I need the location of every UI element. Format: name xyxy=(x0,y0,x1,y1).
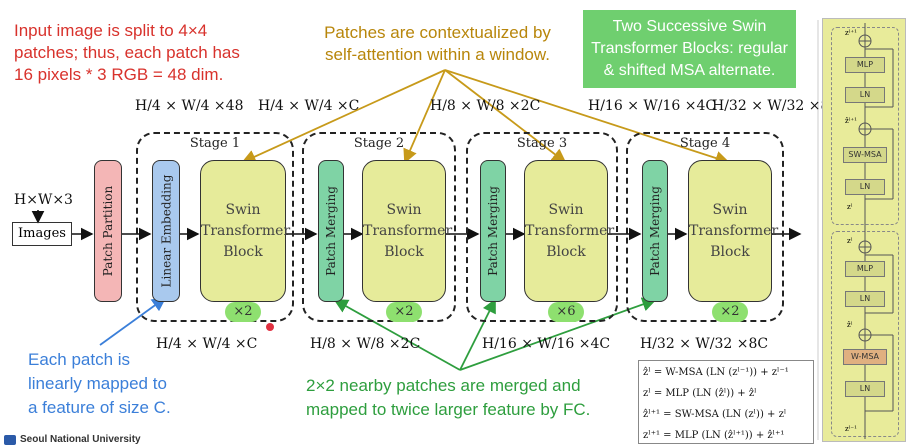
patch-merging-label: Patch Merging xyxy=(648,186,662,276)
stage-2-container xyxy=(302,132,456,322)
side-ln-top-1: LN xyxy=(845,87,885,103)
dim-bottom-4: H/32 × W/32 ×8C xyxy=(640,336,769,352)
dim-bottom-3: H/16 × W/16 ×4C xyxy=(482,336,611,352)
stage-4-label: Stage 4 xyxy=(679,136,731,151)
equation-2: zˡ = MLP (LN (ẑˡ)) + ẑˡ xyxy=(643,388,757,399)
dim-top-1: H/4 × W/4 ×48 xyxy=(135,98,244,114)
stage-3-label: Stage 3 xyxy=(516,136,568,151)
side-ln-top-2: LN xyxy=(845,179,885,195)
stage-1-container xyxy=(136,132,294,322)
input-dim: H×W×3 xyxy=(14,192,73,208)
dim-top-4: H/16 × W/16 ×4C xyxy=(588,98,717,114)
side-mlp-bottom: MLP xyxy=(845,261,885,277)
stage-3-repeat: ×6 xyxy=(548,302,584,322)
stage-2-label: Stage 2 xyxy=(353,136,405,151)
side-swmsa: SW-MSA xyxy=(843,147,887,163)
stage-1-repeat: ×2 xyxy=(225,302,261,322)
dim-top-2: H/4 × W/4 ×C xyxy=(258,98,360,114)
side-mlp-top: MLP xyxy=(845,57,885,73)
footer: Seoul National University xyxy=(4,434,141,445)
linear-embedding-block: Linear Embedding xyxy=(152,160,180,302)
stage-3-container xyxy=(466,132,618,322)
equation-4: zˡ⁺¹ = MLP (LN (ẑˡ⁺¹)) + ẑˡ⁺¹ xyxy=(643,430,785,441)
patch-merging-block-2: Patch Merging xyxy=(318,160,344,302)
patch-merging-block-4: Patch Merging xyxy=(642,160,668,302)
blue-arrow xyxy=(99,296,167,346)
side-label-3: zˡ xyxy=(847,203,853,211)
green-arrows xyxy=(333,297,657,371)
side-label-1: zˡ⁺¹ xyxy=(845,29,857,37)
images-box: Images xyxy=(12,222,72,246)
patch-partition-block: Patch Partition xyxy=(94,160,122,302)
equation-1: ẑˡ = W-MSA (LN (zˡ⁻¹)) + zˡ⁻¹ xyxy=(643,367,789,378)
patch-merging-label: Patch Merging xyxy=(486,186,500,276)
flow-arrows xyxy=(31,210,802,241)
note-linear-mapping: Each patch is linearly mapped to a featu… xyxy=(28,350,171,417)
side-ln-bottom-2: LN xyxy=(845,381,885,397)
stage-4-container xyxy=(626,132,784,322)
equation-3: ẑˡ⁺¹ = SW-MSA (LN (zˡ)) + zˡ xyxy=(643,409,787,420)
university-logo-icon xyxy=(4,434,16,445)
side-label-4: zˡ xyxy=(847,237,853,245)
side-wmsa: W-MSA xyxy=(843,349,887,365)
side-label-5: ẑˡ xyxy=(847,321,853,329)
stage-1-label: Stage 1 xyxy=(189,136,241,151)
side-ln-bottom-1: LN xyxy=(845,291,885,307)
dim-bottom-2: H/8 × W/8 ×2C xyxy=(310,336,421,352)
dim-bottom-1: H/4 × W/4 ×C xyxy=(156,336,258,352)
linear-embedding-label: Linear Embedding xyxy=(159,174,173,288)
dim-top-3: H/8 × W/8 ×2C xyxy=(430,98,541,114)
patch-merging-block-3: Patch Merging xyxy=(480,160,506,302)
note-successive-blocks: Two Successive Swin Transformer Blocks: … xyxy=(583,10,796,88)
note-patch-split: Input image is split to 4×4 patches; thu… xyxy=(14,21,240,84)
side-connectors xyxy=(858,23,894,439)
red-dot xyxy=(266,323,274,331)
side-label-2: ẑˡ⁺¹ xyxy=(845,117,857,125)
note-contextualized: Patches are contextualized by self-atten… xyxy=(324,23,551,64)
note-patch-merging: 2×2 nearby patches are merged and mapped… xyxy=(306,376,591,419)
patch-partition-label: Patch Partition xyxy=(101,185,116,277)
footer-text: Seoul National University xyxy=(20,434,141,445)
side-label-6: zˡ⁻¹ xyxy=(845,425,857,433)
patch-merging-label: Patch Merging xyxy=(324,186,338,276)
stage-2-repeat: ×2 xyxy=(386,302,422,322)
side-panel: MLP LN SW-MSA LN MLP LN W-MSA LN zˡ⁺¹ ẑˡ… xyxy=(822,18,906,442)
dim-top-5: H/32 × W/32 ×8C xyxy=(712,98,841,114)
equations-box: ẑˡ = W-MSA (LN (zˡ⁻¹)) + zˡ⁻¹ zˡ = MLP (… xyxy=(638,360,814,444)
stage-4-repeat: ×2 xyxy=(712,302,748,322)
